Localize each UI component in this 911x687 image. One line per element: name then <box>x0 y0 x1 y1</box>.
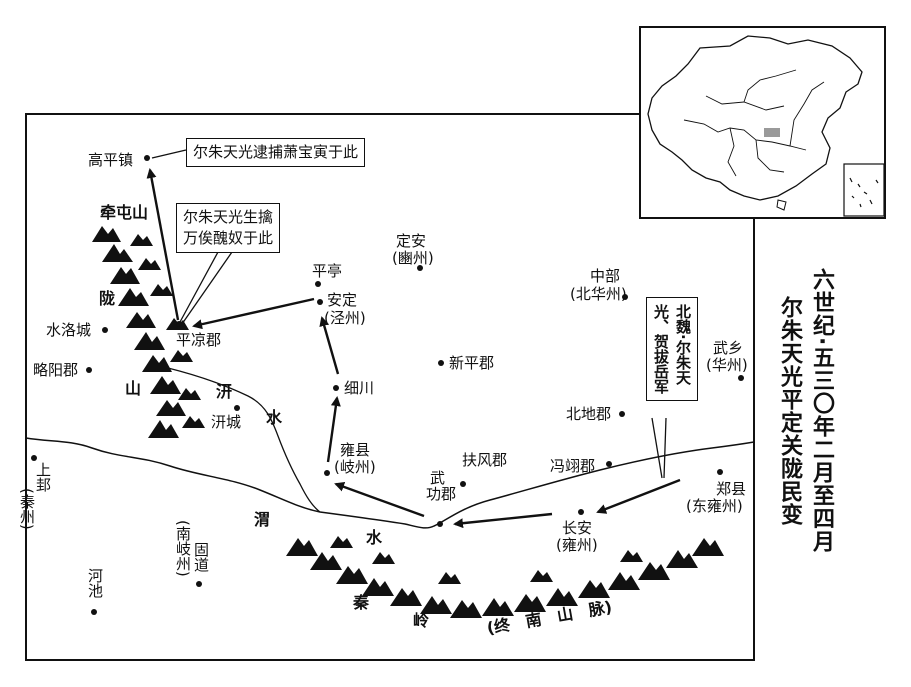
map-title-line2: 尔朱天光平定关陇民变 <box>777 296 802 526</box>
callout-capture-moqi-chounu: 尔朱天光生擒 万俟醜奴于此 <box>176 203 281 253</box>
place-wuxiang: 武乡 <box>713 339 744 357</box>
place-anding: 安定 <box>327 291 358 309</box>
place-zhengxian-sub: (东雍州) <box>686 497 743 515</box>
place-zhongbu: 中部 <box>590 267 621 285</box>
place-hechi: 河池 <box>86 568 104 598</box>
mountain-qin-label: 秦 <box>353 593 370 612</box>
place-dingan-sub: (豳州) <box>392 249 434 267</box>
place-anding-sub: (泾州) <box>324 309 366 327</box>
callout-capture-xiao-baoyin: 尔朱天光逮捕萧宝寅于此 <box>186 138 366 167</box>
place-pingting: 平亭 <box>312 262 343 280</box>
place-xinpingjun: 新平郡 <box>449 354 495 372</box>
mountain-long-label: 陇 <box>99 289 116 308</box>
mountain-qiantun-label: 牵屯山 <box>100 203 149 222</box>
river-qian-label-1: 汧 <box>216 382 233 401</box>
map-title-line1: 六世纪·五三〇年二月至四月 <box>809 268 834 554</box>
place-gudao-sub: (南岐州) <box>174 520 192 577</box>
place-wuxiang-sub: (华州) <box>706 356 748 374</box>
river-qian-label-2: 水 <box>266 408 283 427</box>
callout-northern-wei-army: 北魏·尔朱天 光、贺拔岳军 <box>646 297 698 401</box>
place-wugongjun-2: 功郡 <box>426 485 457 503</box>
mountain-shan-label: 山 <box>125 379 142 398</box>
place-dingan: 定安 <box>396 232 427 250</box>
wei-river <box>25 437 755 529</box>
place-changan-sub: (雍州) <box>556 536 598 554</box>
china-inset-map <box>639 26 886 219</box>
place-shuiluocheng: 水洛城 <box>46 321 92 339</box>
place-qiancheng: 汧城 <box>211 413 242 431</box>
long-mountain-range <box>92 226 205 438</box>
callout-leaders <box>151 149 667 479</box>
place-xichuan: 细川 <box>344 379 375 397</box>
map-frame <box>25 113 755 661</box>
place-yongxian: 雍县 <box>340 441 371 459</box>
river-wei-label-2: 水 <box>366 528 383 547</box>
river-wei-label-1: 渭 <box>254 510 271 529</box>
place-shanggui: 上邽 <box>34 462 52 492</box>
mountain-ling-label: 岭 <box>413 611 430 630</box>
guanlong-highlight <box>764 128 780 137</box>
place-lueyangjun: 略阳郡 <box>33 361 79 379</box>
place-yongxian-sub: (岐州) <box>334 458 376 476</box>
place-shanggui-sub: (秦州) <box>18 488 36 530</box>
place-pingliangjun: 平凉郡 <box>176 331 222 349</box>
campaign-route <box>146 168 681 529</box>
qinling-mountain-range <box>286 536 724 618</box>
place-gaopingzhen: 高平镇 <box>88 151 134 169</box>
place-fufengjun: 扶风郡 <box>462 451 508 469</box>
place-beidijun: 北地郡 <box>566 405 612 423</box>
place-gudao: 固道 <box>192 542 210 572</box>
place-fengyijun: 冯翊郡 <box>550 457 596 475</box>
place-zhengxian: 郑县 <box>716 480 747 498</box>
place-zhongbu-sub: (北华州) <box>570 285 627 303</box>
place-markers <box>31 155 744 615</box>
place-changan: 长安 <box>562 519 593 537</box>
place-wugongjun-1: 武 <box>430 469 446 487</box>
qian-river <box>167 367 321 513</box>
